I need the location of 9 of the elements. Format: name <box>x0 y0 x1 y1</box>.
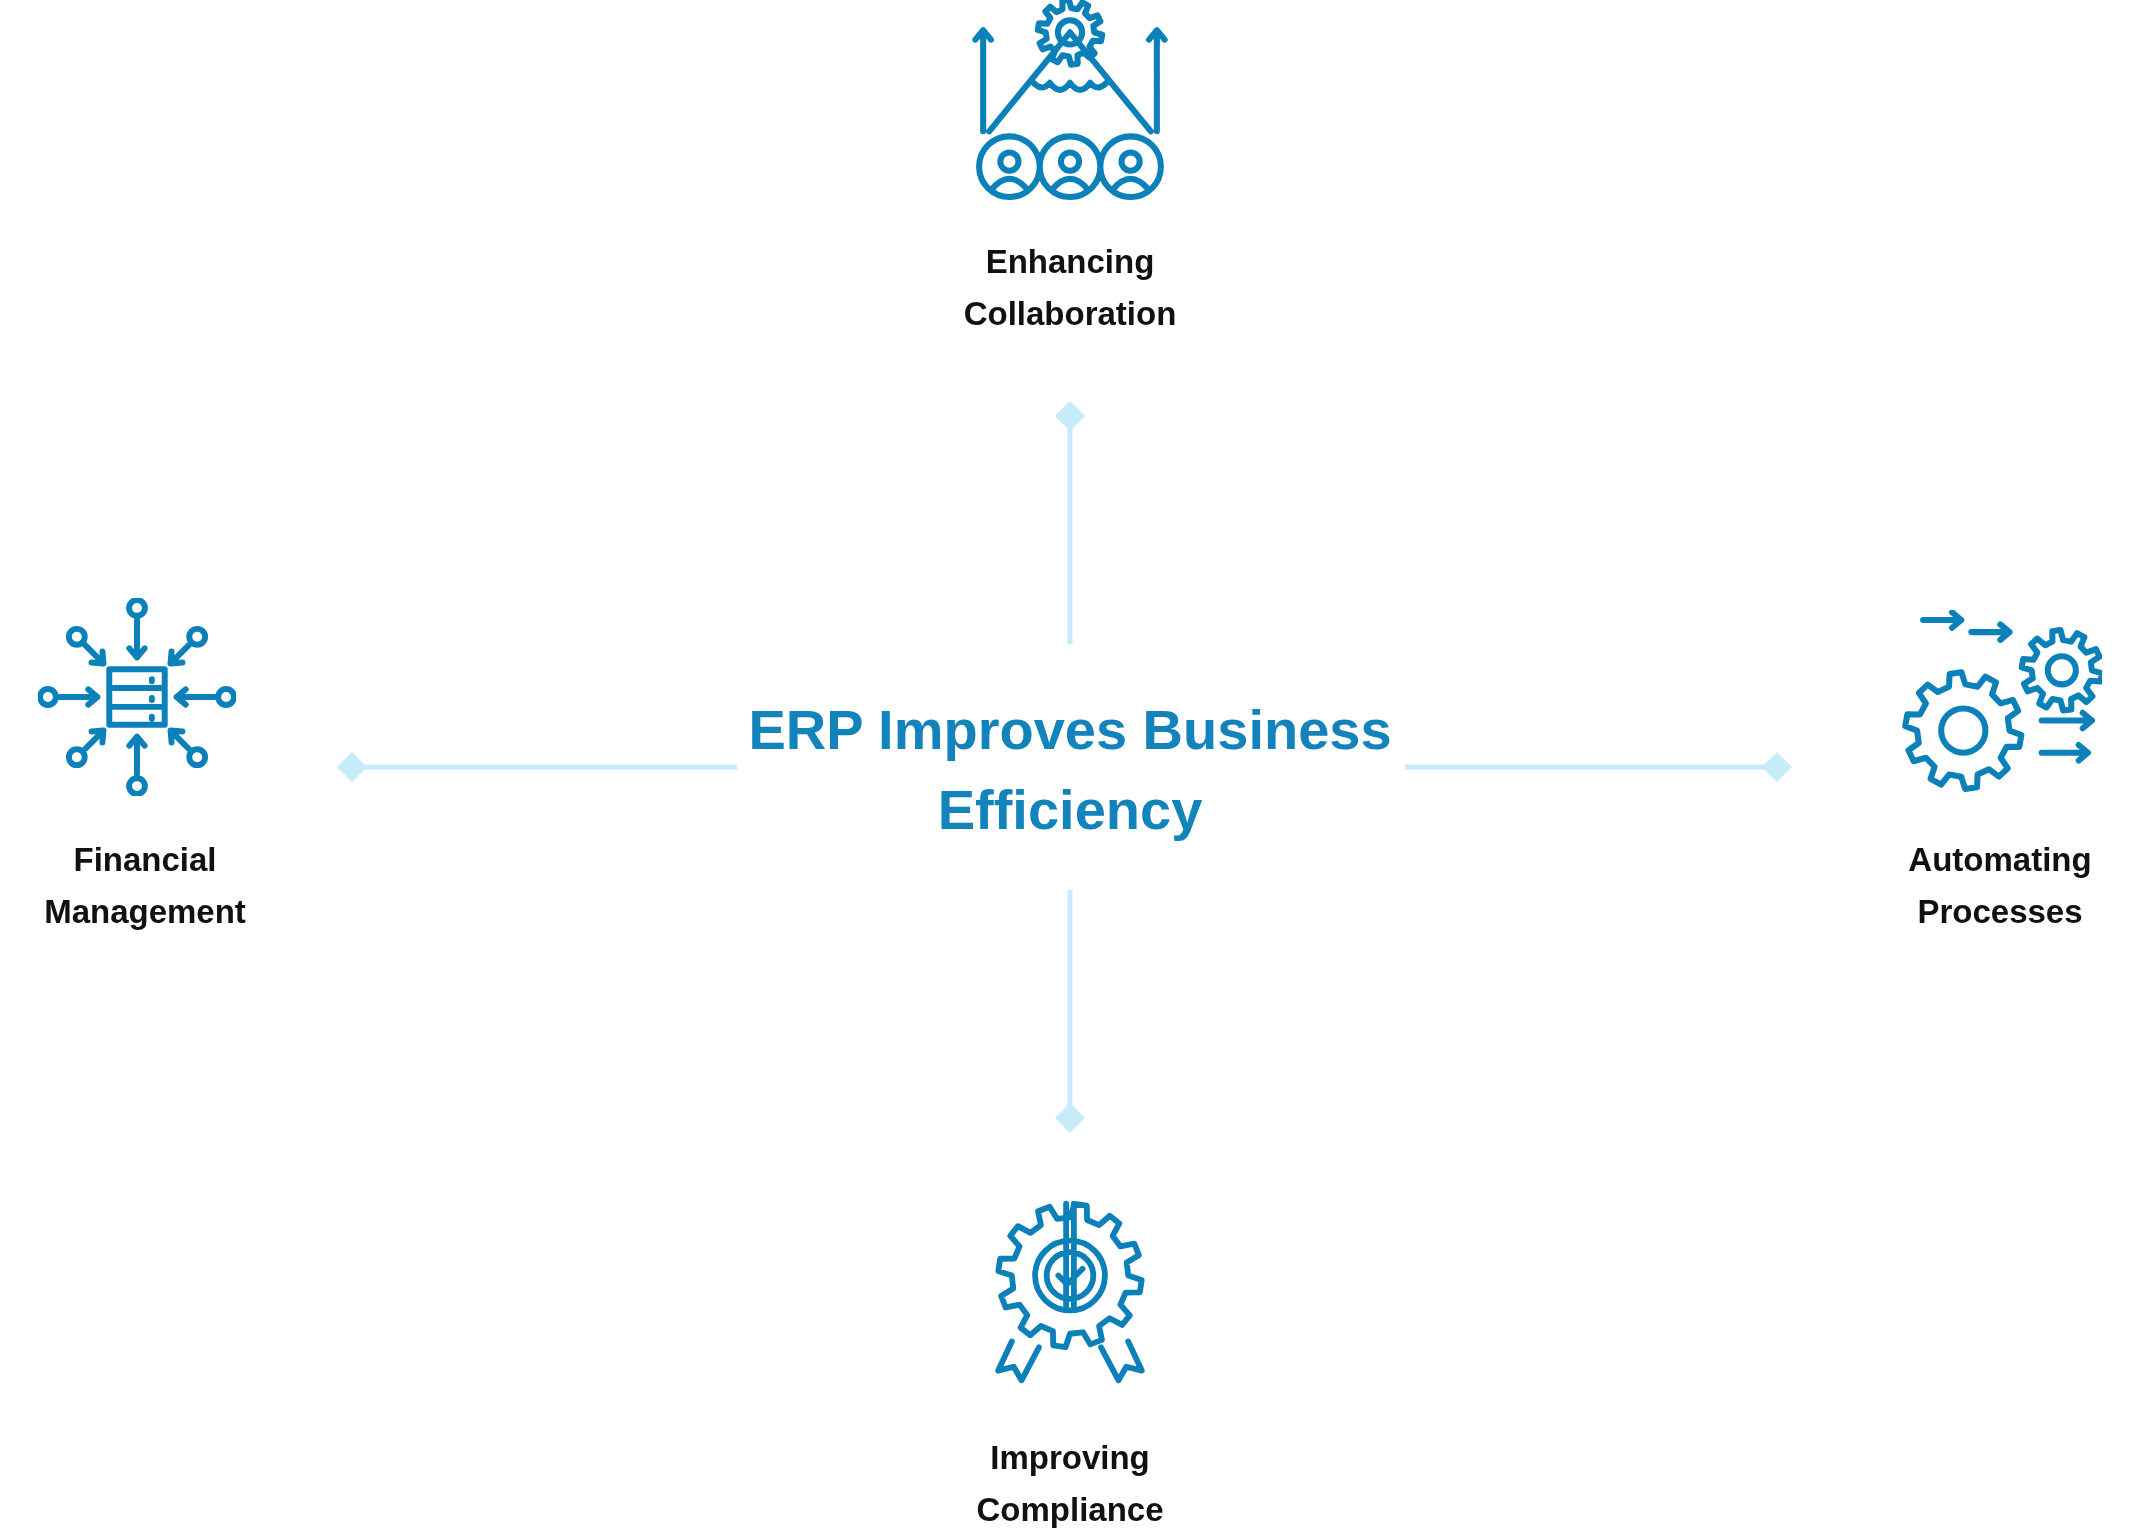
node-label: Automating Processes <box>1907 840 2093 932</box>
connector-line <box>1055 401 1085 644</box>
center-heading: ERP Improves Business Efficiency <box>747 697 1393 843</box>
connector-line <box>1405 752 1792 782</box>
node-label: Improving Compliance <box>975 1438 1165 1530</box>
node-label: Financial Management <box>43 840 247 932</box>
node-label: Enhancing Collaboration <box>962 242 1178 334</box>
connector-line <box>1055 890 1085 1133</box>
connector-line <box>337 752 737 782</box>
